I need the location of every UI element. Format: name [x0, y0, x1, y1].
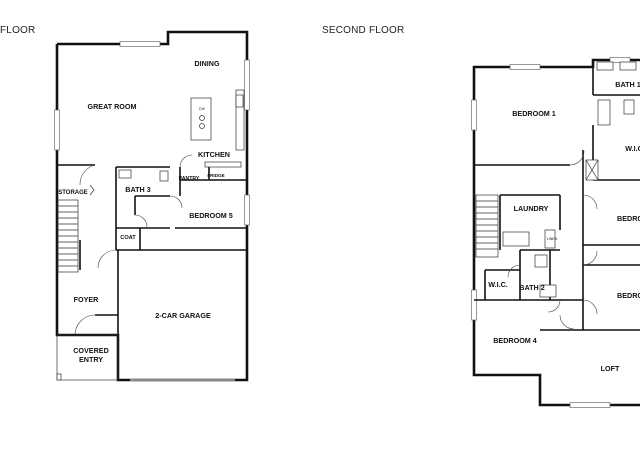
sink-icon: [199, 115, 205, 121]
linen-label: LINEN: [547, 237, 558, 241]
bedroom-right-2-label: BEDRO: [617, 291, 640, 300]
first-floor-exterior-wall: [55, 30, 249, 382]
wic1-label: W.I.C: [625, 144, 640, 153]
toilet-icon: [159, 170, 169, 182]
range-icon: [235, 94, 244, 108]
bath1-label: BATH 1: [615, 80, 640, 89]
second-floor-plan: BEDROOM 1 BATH 1 W.I.C LAUNDRY LINEN BED…: [471, 57, 640, 408]
washer-dryer-icon: [502, 231, 530, 247]
kitchen-counter: [235, 89, 245, 151]
door-swing: [74, 314, 96, 336]
second-floor-heading: SECOND FLOOR: [322, 25, 404, 36]
window: [119, 41, 161, 47]
window: [569, 402, 611, 408]
door-swing: [582, 194, 598, 210]
door-swing: [169, 195, 183, 209]
foyer-label: FOYER: [74, 295, 100, 304]
window: [471, 289, 477, 321]
door-swing: [559, 314, 575, 330]
bath1-sink-icon: [619, 61, 637, 71]
door-swing: [179, 154, 193, 168]
window: [244, 59, 250, 111]
bedroom-right-1-label: BEDRO: [617, 214, 640, 223]
bath2-vanity-icon: [539, 284, 557, 298]
door-swing: [79, 164, 96, 186]
bath3-label: BATH 3: [125, 185, 150, 194]
storage-door-icon: [89, 184, 95, 196]
second-floor-exterior-wall: [472, 58, 640, 407]
door-swing: [582, 250, 598, 266]
toilet-icon: [623, 99, 635, 115]
door-swing: [134, 214, 148, 228]
covered-entry-area: [56, 334, 119, 381]
covered-label: COVERED: [73, 346, 109, 355]
laundry-label: LAUNDRY: [514, 204, 549, 213]
bath2-toilet-icon: [534, 254, 548, 268]
linen-shelf-icon: [544, 229, 556, 249]
first-floor-stairs: [57, 199, 79, 273]
dishwasher-label: DW: [199, 107, 206, 111]
window: [244, 194, 250, 226]
fridge-label: FRIDGE: [207, 173, 224, 178]
window: [471, 99, 477, 131]
bedroom1-label: BEDROOM 1: [512, 109, 556, 118]
dining-label: DINING: [194, 59, 220, 68]
kitchen-label: KITCHEN: [198, 150, 230, 159]
door-swing: [569, 150, 585, 166]
coat-label: COAT: [120, 235, 136, 241]
door-swing: [507, 264, 521, 278]
bath1-sink-icon: [596, 61, 614, 71]
loft-label: LOFT: [601, 364, 620, 373]
door-swing: [97, 249, 117, 269]
bath2-label: BATH 2: [519, 283, 544, 292]
pantry-label: PANTRY: [179, 176, 200, 182]
window: [509, 64, 541, 70]
first-floor-interior-wall: [57, 164, 247, 316]
storage-label: STORAGE: [58, 190, 88, 196]
bath3-vanity: [118, 169, 132, 179]
window: [54, 109, 60, 151]
entry-label: ENTRY: [79, 355, 103, 364]
kitchen-counter-lower: [204, 161, 242, 168]
second-floor-stairs: [475, 194, 499, 258]
bedroom5-label: BEDROOM 5: [189, 211, 233, 220]
shower-icon: [597, 99, 611, 126]
garage-label: 2-CAR GARAGE: [155, 311, 211, 320]
door-swing: [582, 299, 598, 315]
wic2-label: W.I.C.: [488, 280, 508, 289]
second-floor-interior-wall: [474, 67, 640, 331]
first-floor-plan: DW DINING GREAT ROOM KITCHEN PANTRY FRID…: [54, 30, 250, 382]
bedroom4-label: BEDROOM 4: [493, 336, 537, 345]
first-floor-heading: FLOOR: [0, 25, 35, 36]
door-swing: [547, 299, 561, 313]
great-room-label: GREAT ROOM: [88, 102, 137, 111]
